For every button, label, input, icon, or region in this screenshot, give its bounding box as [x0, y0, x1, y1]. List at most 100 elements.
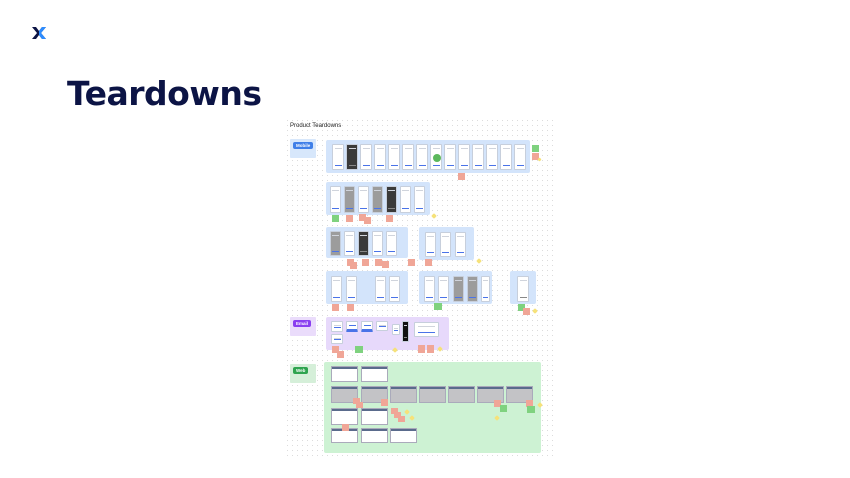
section-email[interactable]: Email [290, 317, 316, 336]
sticky-note[interactable] [476, 258, 482, 264]
screen-thumbnail[interactable] [389, 276, 400, 302]
mobile-flow-group-7[interactable] [510, 271, 536, 304]
screen-thumbnail[interactable] [455, 232, 466, 257]
mobile-flow-group-5[interactable] [326, 271, 408, 304]
sticky-note[interactable] [347, 304, 354, 311]
mobile-flow-group-6[interactable] [419, 271, 492, 304]
email-flow-group[interactable] [326, 317, 449, 350]
sticky-note[interactable] [537, 157, 542, 162]
screen-thumbnail[interactable] [481, 276, 490, 302]
sticky-note[interactable] [386, 215, 393, 222]
email-thumbnail[interactable] [392, 324, 400, 335]
sticky-note[interactable] [532, 145, 539, 152]
section-mobile[interactable]: Mobile [290, 139, 316, 158]
sticky-note[interactable] [375, 259, 382, 266]
screen-thumbnail[interactable] [424, 276, 435, 302]
email-thumbnail[interactable] [414, 322, 439, 337]
screen-thumbnail[interactable] [430, 144, 442, 170]
screen-thumbnail[interactable] [438, 276, 449, 302]
screen-thumbnail[interactable] [500, 144, 512, 170]
section-web[interactable]: Web [290, 364, 316, 383]
web-screenshot[interactable] [390, 386, 417, 403]
email-thumbnail[interactable] [402, 321, 409, 342]
screen-thumbnail[interactable] [414, 186, 425, 213]
sticky-note[interactable] [332, 304, 339, 311]
screen-thumbnail[interactable] [425, 232, 436, 257]
screen-thumbnail[interactable] [444, 144, 456, 170]
sticky-note[interactable] [346, 215, 353, 222]
web-screenshot[interactable] [331, 386, 358, 403]
screen-thumbnail[interactable] [458, 144, 470, 170]
screen-thumbnail[interactable] [358, 231, 369, 256]
sticky-note[interactable] [427, 345, 434, 353]
email-thumbnail[interactable] [361, 321, 373, 332]
screen-thumbnail[interactable] [346, 144, 358, 170]
sticky-note[interactable] [408, 259, 415, 266]
sticky-note[interactable] [526, 400, 533, 407]
sticky-note[interactable] [409, 415, 415, 421]
sticky-note[interactable] [425, 259, 432, 266]
sticky-note[interactable] [434, 303, 442, 310]
email-thumbnail[interactable] [346, 321, 358, 332]
sticky-note[interactable] [394, 412, 401, 418]
sticky-note[interactable] [532, 153, 539, 160]
sticky-note[interactable] [355, 346, 363, 353]
web-screenshot[interactable] [390, 428, 417, 443]
mobile-flow-group-1[interactable] [326, 140, 530, 173]
sticky-note[interactable] [356, 402, 363, 408]
web-screenshot[interactable] [361, 408, 388, 425]
sticky-note[interactable] [431, 213, 437, 219]
sticky-note[interactable] [398, 416, 405, 422]
sticky-note[interactable] [332, 346, 339, 353]
screen-thumbnail[interactable] [453, 276, 464, 302]
sticky-note[interactable] [418, 345, 425, 353]
web-screenshot[interactable] [331, 408, 358, 425]
sticky-note[interactable] [362, 259, 369, 266]
screen-thumbnail[interactable] [344, 231, 355, 256]
mobile-flow-group-3[interactable] [326, 227, 408, 258]
sticky-note[interactable] [458, 173, 465, 180]
screen-thumbnail[interactable] [388, 144, 400, 170]
sticky-note[interactable] [382, 261, 389, 268]
screen-thumbnail[interactable] [331, 276, 342, 302]
web-screenshot[interactable] [419, 386, 446, 403]
sticky-note[interactable] [532, 308, 538, 314]
screen-thumbnail[interactable] [360, 144, 372, 170]
sticky-note[interactable] [350, 262, 357, 269]
sticky-note[interactable] [391, 408, 398, 414]
mobile-flow-group-2[interactable] [326, 182, 430, 215]
sticky-note[interactable] [523, 308, 530, 315]
web-screenshot[interactable] [331, 366, 358, 382]
sticky-note[interactable] [337, 351, 344, 358]
screen-thumbnail[interactable] [346, 276, 357, 302]
sticky-note[interactable] [359, 214, 366, 221]
screen-thumbnail[interactable] [467, 276, 478, 302]
web-screenshot[interactable] [361, 428, 388, 443]
sticky-note[interactable] [500, 405, 507, 412]
screen-thumbnail[interactable] [344, 186, 355, 213]
screen-thumbnail[interactable] [375, 276, 386, 302]
sticky-note[interactable] [342, 424, 349, 431]
sticky-note[interactable] [527, 406, 535, 413]
screen-thumbnail[interactable] [486, 144, 498, 170]
screen-thumbnail[interactable] [416, 144, 428, 170]
sticky-note[interactable] [404, 409, 410, 415]
screen-thumbnail[interactable] [372, 231, 383, 256]
screen-thumbnail[interactable] [472, 144, 484, 170]
screen-thumbnail[interactable] [386, 186, 397, 213]
screen-thumbnail[interactable] [517, 276, 529, 302]
screen-thumbnail[interactable] [400, 186, 411, 213]
web-screenshot[interactable] [361, 386, 388, 403]
web-screenshot[interactable] [448, 386, 475, 403]
sticky-note[interactable] [332, 215, 339, 222]
screen-thumbnail[interactable] [358, 186, 369, 213]
whiteboard-canvas[interactable]: Product Teardowns Mobile [285, 118, 555, 458]
screen-thumbnail[interactable] [374, 144, 386, 170]
sticky-note[interactable] [518, 304, 525, 311]
web-flow-group[interactable] [324, 362, 541, 453]
web-screenshot[interactable] [361, 366, 388, 382]
screen-thumbnail[interactable] [330, 231, 341, 256]
email-thumbnail[interactable] [331, 334, 343, 344]
sticky-note[interactable] [494, 400, 501, 407]
screen-thumbnail[interactable] [440, 232, 451, 257]
